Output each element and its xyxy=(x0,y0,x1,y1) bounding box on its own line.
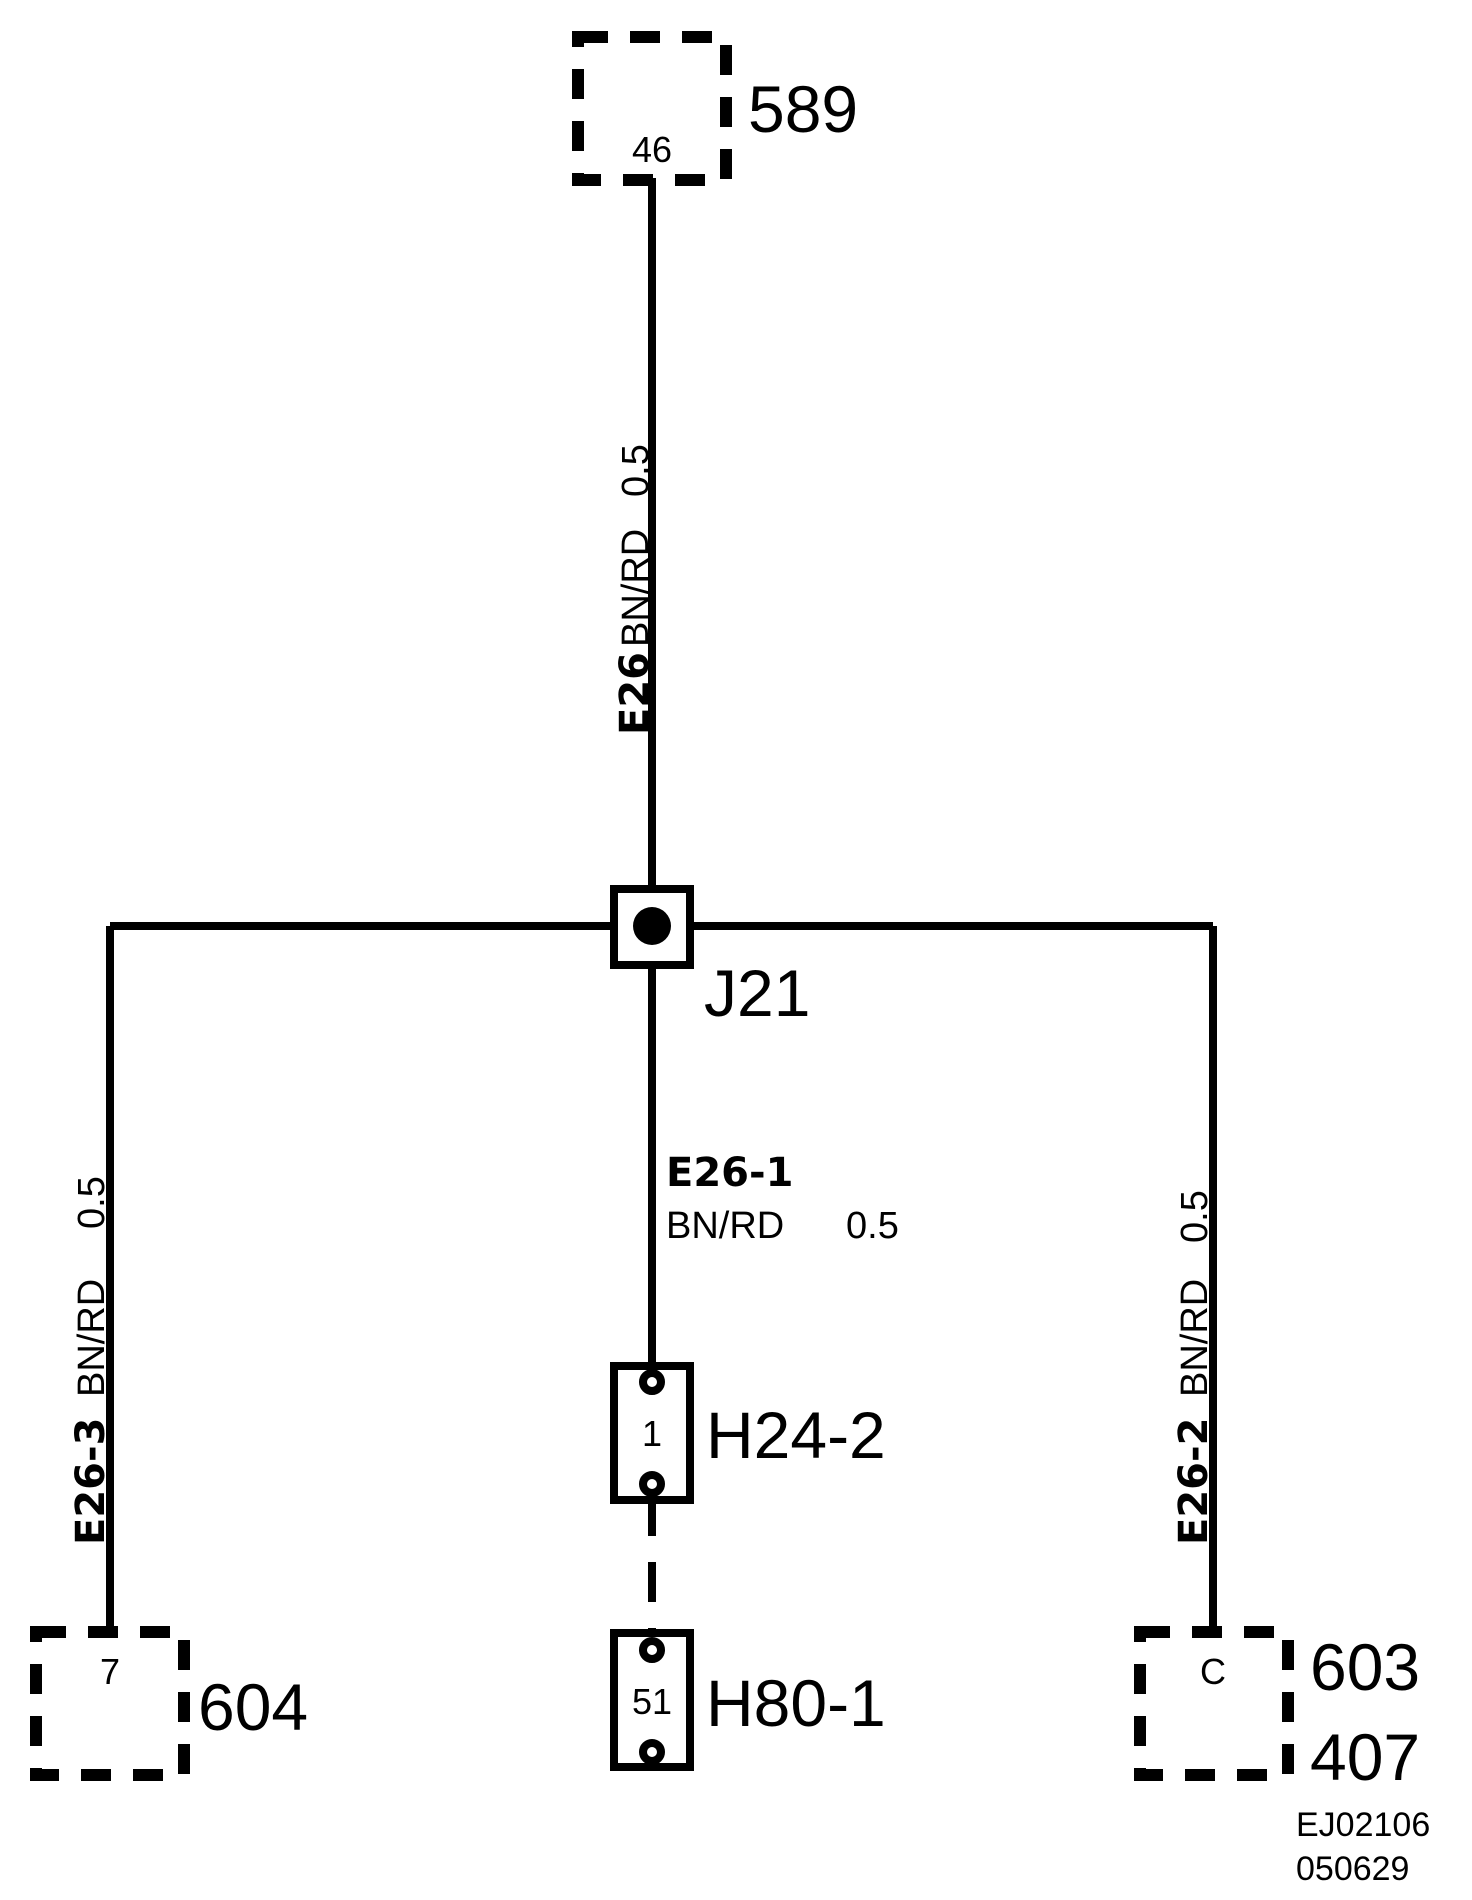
connector-603: C 603 407 xyxy=(1134,1626,1420,1794)
inline-connector-h80-1: 51 H80-1 xyxy=(610,1629,886,1771)
connector-603-label-line1: 603 xyxy=(1310,1630,1420,1704)
connector-603-label-line2: 407 xyxy=(1310,1720,1420,1794)
wire-e26-1-label: E26-1 BN/RD 0.5 xyxy=(666,1150,899,1247)
inline-connector-h80-1-terminal-bottom xyxy=(639,1739,665,1765)
inline-connector-h24-2: 1 H24-2 xyxy=(610,1362,886,1504)
wire-e26-3-label: E26-3 BN/RD 0.5 xyxy=(68,1176,114,1545)
wire-e26-color: BN/RD xyxy=(615,529,657,647)
wire-e26-id: E26 xyxy=(612,652,658,735)
wire-e26-2-color: BN/RD xyxy=(1174,1279,1216,1397)
inline-connector-h24-2-terminal-bottom xyxy=(639,1471,665,1497)
wire-e26-3-id: E26-3 xyxy=(68,1418,114,1545)
inline-connector-h80-1-pin: 51 xyxy=(632,1681,672,1722)
reference-date: 050629 xyxy=(1296,1850,1409,1888)
wire-e26-1-color: BN/RD xyxy=(666,1205,784,1247)
connector-589: 46 589 xyxy=(572,31,858,186)
wire-e26-size: 0.5 xyxy=(615,444,657,497)
splice-j21: J21 xyxy=(610,885,810,1030)
connector-604: 7 604 xyxy=(30,1626,308,1781)
connector-604-outline xyxy=(30,1626,190,1781)
splice-j21-label: J21 xyxy=(704,956,810,1030)
connector-604-pin: 7 xyxy=(100,1651,120,1692)
inline-connector-h80-1-terminal-top xyxy=(639,1637,665,1663)
splice-j21-dot xyxy=(633,907,671,945)
wire-e26-3-color: BN/RD xyxy=(71,1279,113,1397)
wire-e26-2-size: 0.5 xyxy=(1174,1190,1216,1243)
connector-589-label: 589 xyxy=(748,72,858,146)
connector-603-outline xyxy=(1134,1626,1294,1781)
connector-589-pin: 46 xyxy=(632,129,672,170)
inline-connector-h24-2-label: H24-2 xyxy=(706,1398,886,1472)
wire-e26-1-size: 0.5 xyxy=(846,1205,899,1247)
wire-e26-2-label: E26-2 BN/RD 0.5 xyxy=(1171,1190,1217,1545)
inline-connector-h80-1-label: H80-1 xyxy=(706,1666,886,1740)
connector-604-label: 604 xyxy=(198,1670,308,1744)
inline-connector-h24-2-terminal-top xyxy=(639,1369,665,1395)
connector-589-outline xyxy=(572,31,732,186)
reference-code: EJ02106 xyxy=(1296,1806,1430,1844)
wire-e26-3-size: 0.5 xyxy=(71,1176,113,1229)
wire-e26-2-id: E26-2 xyxy=(1171,1418,1217,1545)
connector-603-pin: C xyxy=(1200,1651,1226,1692)
wire-e26-1-id: E26-1 xyxy=(666,1150,793,1196)
inline-connector-h24-2-pin: 1 xyxy=(642,1413,662,1454)
wire-e26-label: E26 BN/RD 0.5 xyxy=(612,444,658,735)
